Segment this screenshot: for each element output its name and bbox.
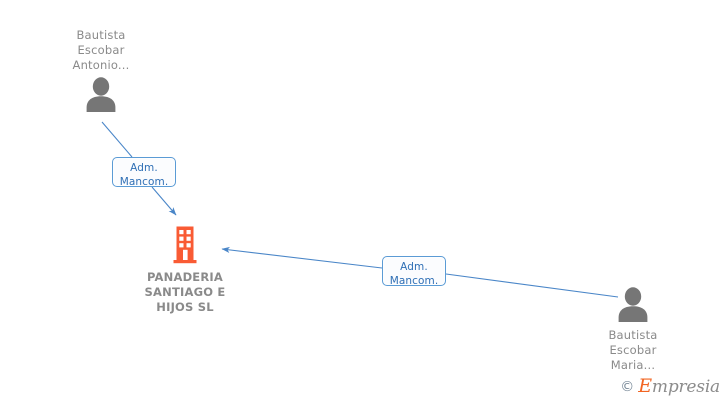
person-icon	[618, 287, 648, 322]
watermark-empresia: © Empresia	[620, 375, 720, 397]
relation-label-antonio-line2: Mancom.	[119, 176, 169, 188]
edge-antonio-lower-segment	[151, 186, 177, 216]
brand-wordmark: Empresia	[638, 375, 720, 397]
relation-label-maria[interactable]: Adm. Mancom.	[382, 256, 446, 287]
copyright-icon: ©	[620, 379, 635, 395]
brand-capital-letter: E	[638, 375, 652, 397]
node-person-maria[interactable]: Bautista Escobar Maria...	[573, 283, 693, 373]
edge-maria-right-segment	[445, 273, 619, 298]
person-maria-label: Bautista Escobar Maria...	[608, 328, 658, 372]
node-company-panaderia[interactable]: PANADERIA SANTIAGO E HIJOS SL	[125, 225, 245, 315]
edge-antonio-upper-segment	[101, 121, 133, 158]
relation-label-maria-line2: Mancom.	[389, 275, 439, 287]
relation-label-antonio-line1: Adm.	[130, 162, 158, 174]
node-person-antonio[interactable]: Bautista Escobar Antonio...	[41, 28, 161, 112]
relation-label-antonio[interactable]: Adm. Mancom.	[112, 157, 176, 188]
relation-label-maria-line1: Adm.	[400, 261, 428, 273]
brand-remaining-letters: mpresia	[651, 377, 720, 397]
person-icon	[86, 77, 116, 112]
building-icon	[173, 226, 197, 264]
person-antonio-label: Bautista Escobar Antonio...	[72, 28, 130, 72]
company-panaderia-label: PANADERIA SANTIAGO E HIJOS SL	[144, 270, 226, 314]
edge-maria-left-segment	[221, 246, 383, 269]
